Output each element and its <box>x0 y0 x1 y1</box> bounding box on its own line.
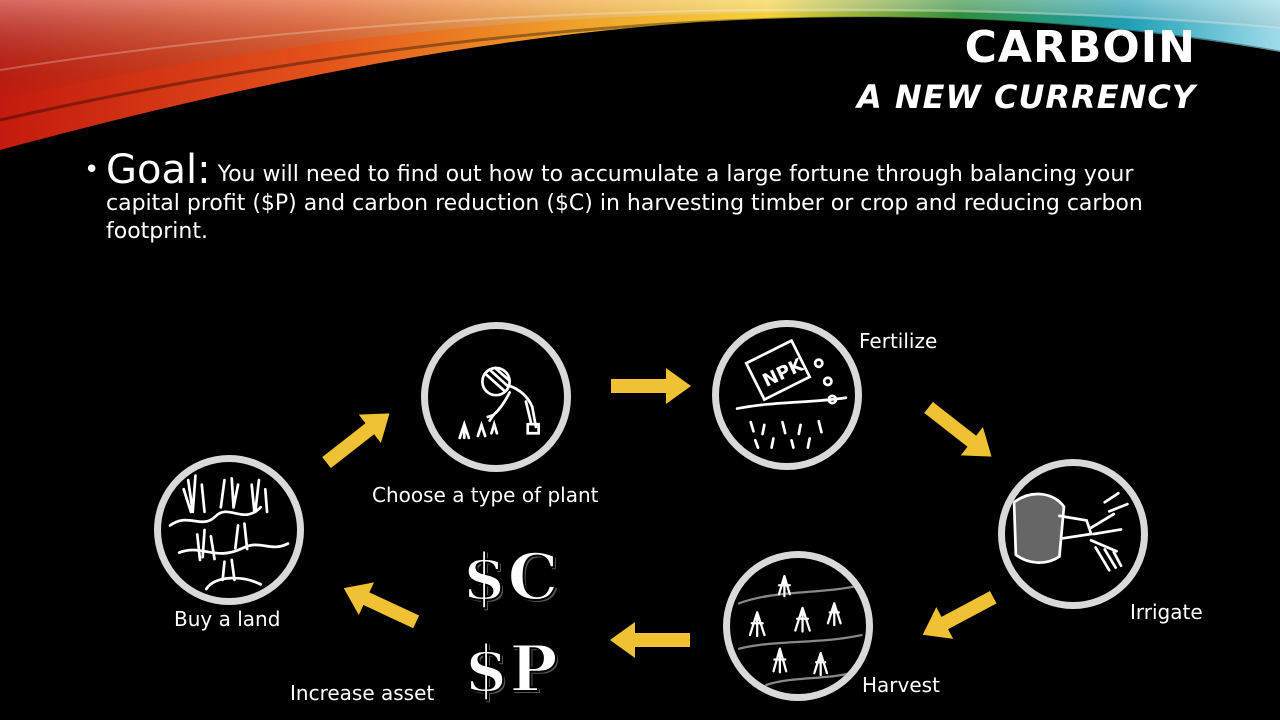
slide-subtitle: A NEW CURRENCY <box>856 78 1196 116</box>
label-choose-plant: Choose a type of plant <box>372 483 599 507</box>
arrow-harvest-to-asset-icon <box>610 620 690 660</box>
bullet-dot: • <box>84 155 100 185</box>
label-fertilize: Fertilize <box>859 329 938 353</box>
slide-title: CARBOIN <box>964 22 1196 73</box>
goal-text: You will need to find out how to accumul… <box>106 162 1143 244</box>
arrow-land-to-plant-icon <box>314 398 402 479</box>
watering-can-icon <box>998 459 1148 609</box>
arrow-plant-to-fertilize-icon <box>611 366 691 406</box>
rainbow-swoosh-decoration <box>0 0 1280 150</box>
harvest-sheaves-icon <box>723 551 873 701</box>
profit-currency-symbol: $P <box>463 631 559 708</box>
land-icon <box>154 455 304 605</box>
arrow-asset-to-land-icon <box>335 570 424 640</box>
label-buy-land: Buy a land <box>174 607 281 631</box>
fertilizer-bag-icon: NPK <box>712 320 862 470</box>
arrow-fertilize-to-irrigate-icon <box>916 392 1004 473</box>
planting-person-icon <box>421 322 571 472</box>
label-irrigate: Irrigate <box>1130 600 1203 624</box>
label-increase-asset: Increase asset <box>290 681 435 705</box>
arrow-irrigate-to-harvest-icon <box>913 580 1002 653</box>
goal-label: Goal: <box>106 147 211 193</box>
label-harvest: Harvest <box>862 673 940 697</box>
goal-bullet: • Goal: You will need to find out how to… <box>84 150 1214 246</box>
carbon-currency-symbol: $C <box>461 539 560 616</box>
